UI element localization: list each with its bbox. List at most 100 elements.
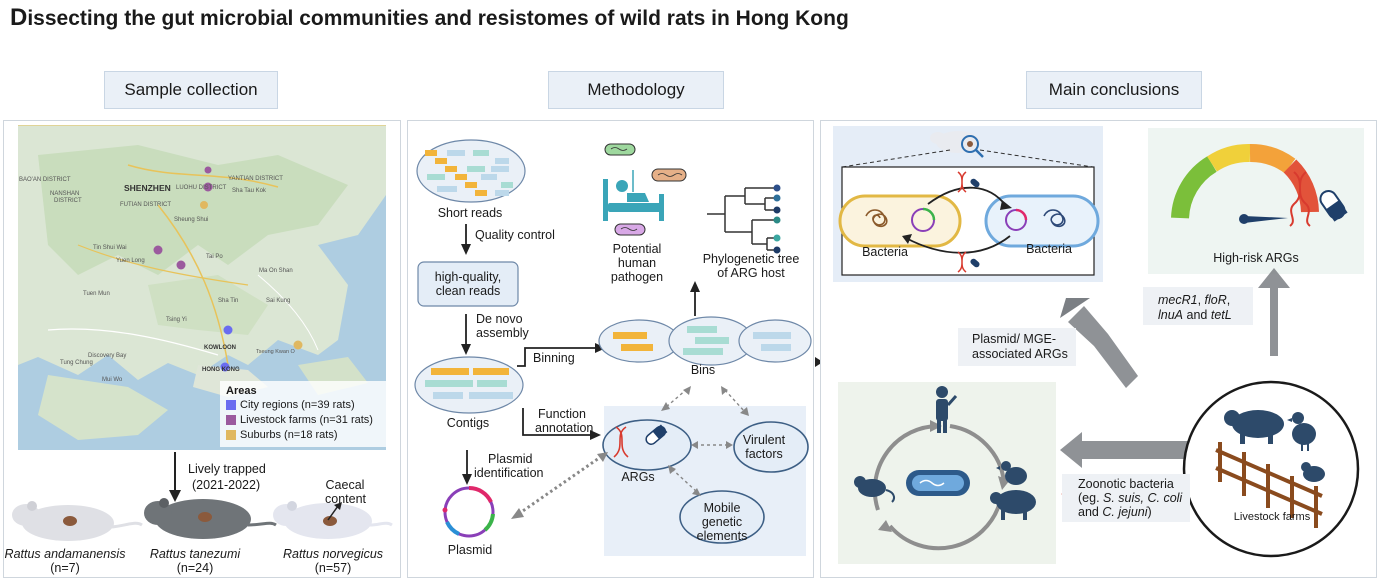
trap-line-2: (2021-2022) (192, 478, 261, 492)
zoo-close: ) (1147, 505, 1152, 519)
rat-name-tanezumi: Rattus tanezumi (149, 547, 241, 561)
label-args: ARGs (621, 470, 655, 484)
livestock-rat-icon (1301, 462, 1325, 482)
rat-andamanensis-icon (12, 501, 143, 541)
map-label-yantian: YANTIAN DISTRICT (228, 176, 283, 182)
label-mge-line-1: Mobile (703, 501, 741, 515)
hong-kong-map (18, 125, 386, 450)
gene-and: and (1183, 308, 1211, 322)
conclusions-graphic (838, 131, 1360, 558)
map-label-tin-shui-wai: Tin Shui Wai (93, 245, 127, 251)
label-quality-control: Quality control (475, 228, 555, 242)
label-livestock-farms: Livestock farms (1233, 511, 1311, 523)
label-function-line-2: annotation (535, 421, 594, 435)
pill-icon (1319, 190, 1348, 222)
phylogenetic-tree-icon (707, 187, 775, 251)
label-mge-line-3: elements (696, 529, 748, 543)
zoo-chicken-icon (996, 461, 1027, 485)
gene-tetl: tetL (1210, 308, 1232, 322)
methodology-graphic (414, 139, 812, 544)
map-label-discovery-bay: Discovery Bay (88, 353, 127, 359)
rat-name-andamanensis: Rattus andamanensis (4, 547, 126, 561)
label-pathogen-line-1: Potential (612, 242, 662, 256)
caecal-arrow (327, 502, 342, 521)
map-label-sheung-shui: Sheung Shui (174, 217, 209, 223)
zoonotic-box (1062, 474, 1190, 522)
map-label-mui-wo: Mui Wo (102, 377, 123, 383)
gene-sep-2: , (1226, 293, 1231, 307)
hq-reads-box (417, 261, 519, 307)
short-reads-icon (416, 139, 526, 203)
legend-swatch-livestock (226, 415, 236, 425)
person-icon (936, 386, 958, 433)
point-livestock-1 (203, 182, 213, 192)
label-zoo-line-2: (eg. S. suis, C. coli (1078, 491, 1182, 505)
map-label-hong-kong: HONG KONG (202, 367, 240, 373)
label-phylo-line-2: of ARG host (717, 266, 785, 280)
gene-lnua: lnuA (1158, 308, 1184, 322)
point-livestock-4 (176, 260, 186, 270)
map-label-sha-tin: Sha Tin (218, 298, 239, 304)
legend-label-city: City regions (n=39 rats) (240, 399, 355, 411)
label-plasmid-mge-line-2: associated ARGs (972, 347, 1068, 361)
genes-box (1143, 287, 1253, 325)
caecal-line-2: content (325, 492, 367, 506)
bacteria-left-icon (838, 194, 962, 248)
point-livestock-2 (204, 166, 212, 174)
rat-tanezumi-icon (144, 498, 277, 539)
map-label-ma-on-shan: Ma On Shan (259, 268, 293, 274)
label-bacteria-right: Bacteria (1026, 242, 1072, 256)
rats-illustration (12, 498, 393, 541)
label-denovo-line-2: assembly (476, 326, 529, 340)
label-hq-line-2: clean reads (435, 284, 501, 298)
map-label-yuen-long: Yuen Long (116, 258, 145, 264)
label-pathogen-line-2: human (617, 256, 657, 270)
zoo-species-1: S. suis, C. coli (1103, 491, 1183, 505)
risk-gauge-icon (1171, 144, 1319, 224)
caecal-line-1: Caecal (325, 478, 365, 492)
map-legend: Areas City regions (n=39 rats) Livestock… (220, 381, 386, 447)
gene-flor: floR (1204, 293, 1227, 307)
point-suburb-2 (293, 340, 303, 350)
zoo-and: and (1078, 505, 1103, 519)
label-plasmid-mge-line-1: Plasmid/ MGE- (972, 332, 1057, 346)
label-bacteria-left: Bacteria (862, 245, 908, 259)
zoonotic-cycle-icon (872, 420, 1010, 551)
rat-count-norvegicus: (n=57) (314, 561, 352, 575)
label-zoo-line-1: Zoonotic bacteria (1078, 477, 1174, 491)
page-title: Dissecting the gut microbial communities… (10, 4, 849, 32)
map-label-tsing-yi: Tsing Yi (166, 317, 187, 323)
point-city-2 (220, 362, 230, 372)
label-virulent-line-1: Virulent (742, 433, 786, 447)
rat-name-norvegicus: Rattus norvegicus (282, 547, 384, 561)
legend-label-livestock: Livestock farms (n=31 rats) (240, 414, 373, 426)
label-mge-line-2: genetic (701, 515, 743, 529)
label-plasmid: Plasmid (447, 543, 493, 557)
map-label-kowloon: KOWLOON (204, 345, 236, 351)
gene-sep-1: , (1197, 293, 1205, 307)
panel-arrow-icon (815, 357, 823, 367)
title-first-letter: D (10, 4, 28, 31)
plasmid-mge-box (958, 328, 1076, 366)
map-graphic (18, 125, 386, 450)
map-label-luohu: LUOHU DISTRICT (176, 185, 227, 191)
label-virulent-line-2: factors (745, 447, 783, 461)
zoo-pig-icon (990, 490, 1036, 520)
rat-norvegicus-icon (273, 501, 393, 539)
map-label-tseung-kwan-o: Tseung Kwan O (256, 349, 295, 355)
livestock-chicken-icon (1287, 412, 1316, 451)
zoo-eg: (eg. (1078, 491, 1104, 505)
legend-swatch-suburbs (226, 430, 236, 440)
contigs-icon (414, 356, 524, 414)
legend-label-suburbs: Suburbs (n=18 rats) (240, 429, 338, 441)
zoo-species-2: C. jejuni (1102, 505, 1148, 519)
section-methodology: Methodology (548, 71, 724, 109)
gene-mecr1: mecR1 (1158, 293, 1198, 307)
label-plasmid-id-line-2: identification (474, 466, 544, 480)
label-high-risk: High-risk ARGs (1213, 251, 1299, 265)
pathogen-bacteria-icons (604, 143, 687, 236)
label-hq-line-1: high-quality, (434, 270, 502, 284)
rat-count-andamanensis: (n=7) (50, 561, 80, 575)
section-main-conclusions: Main conclusions (1026, 71, 1202, 109)
mge-node (679, 490, 765, 544)
